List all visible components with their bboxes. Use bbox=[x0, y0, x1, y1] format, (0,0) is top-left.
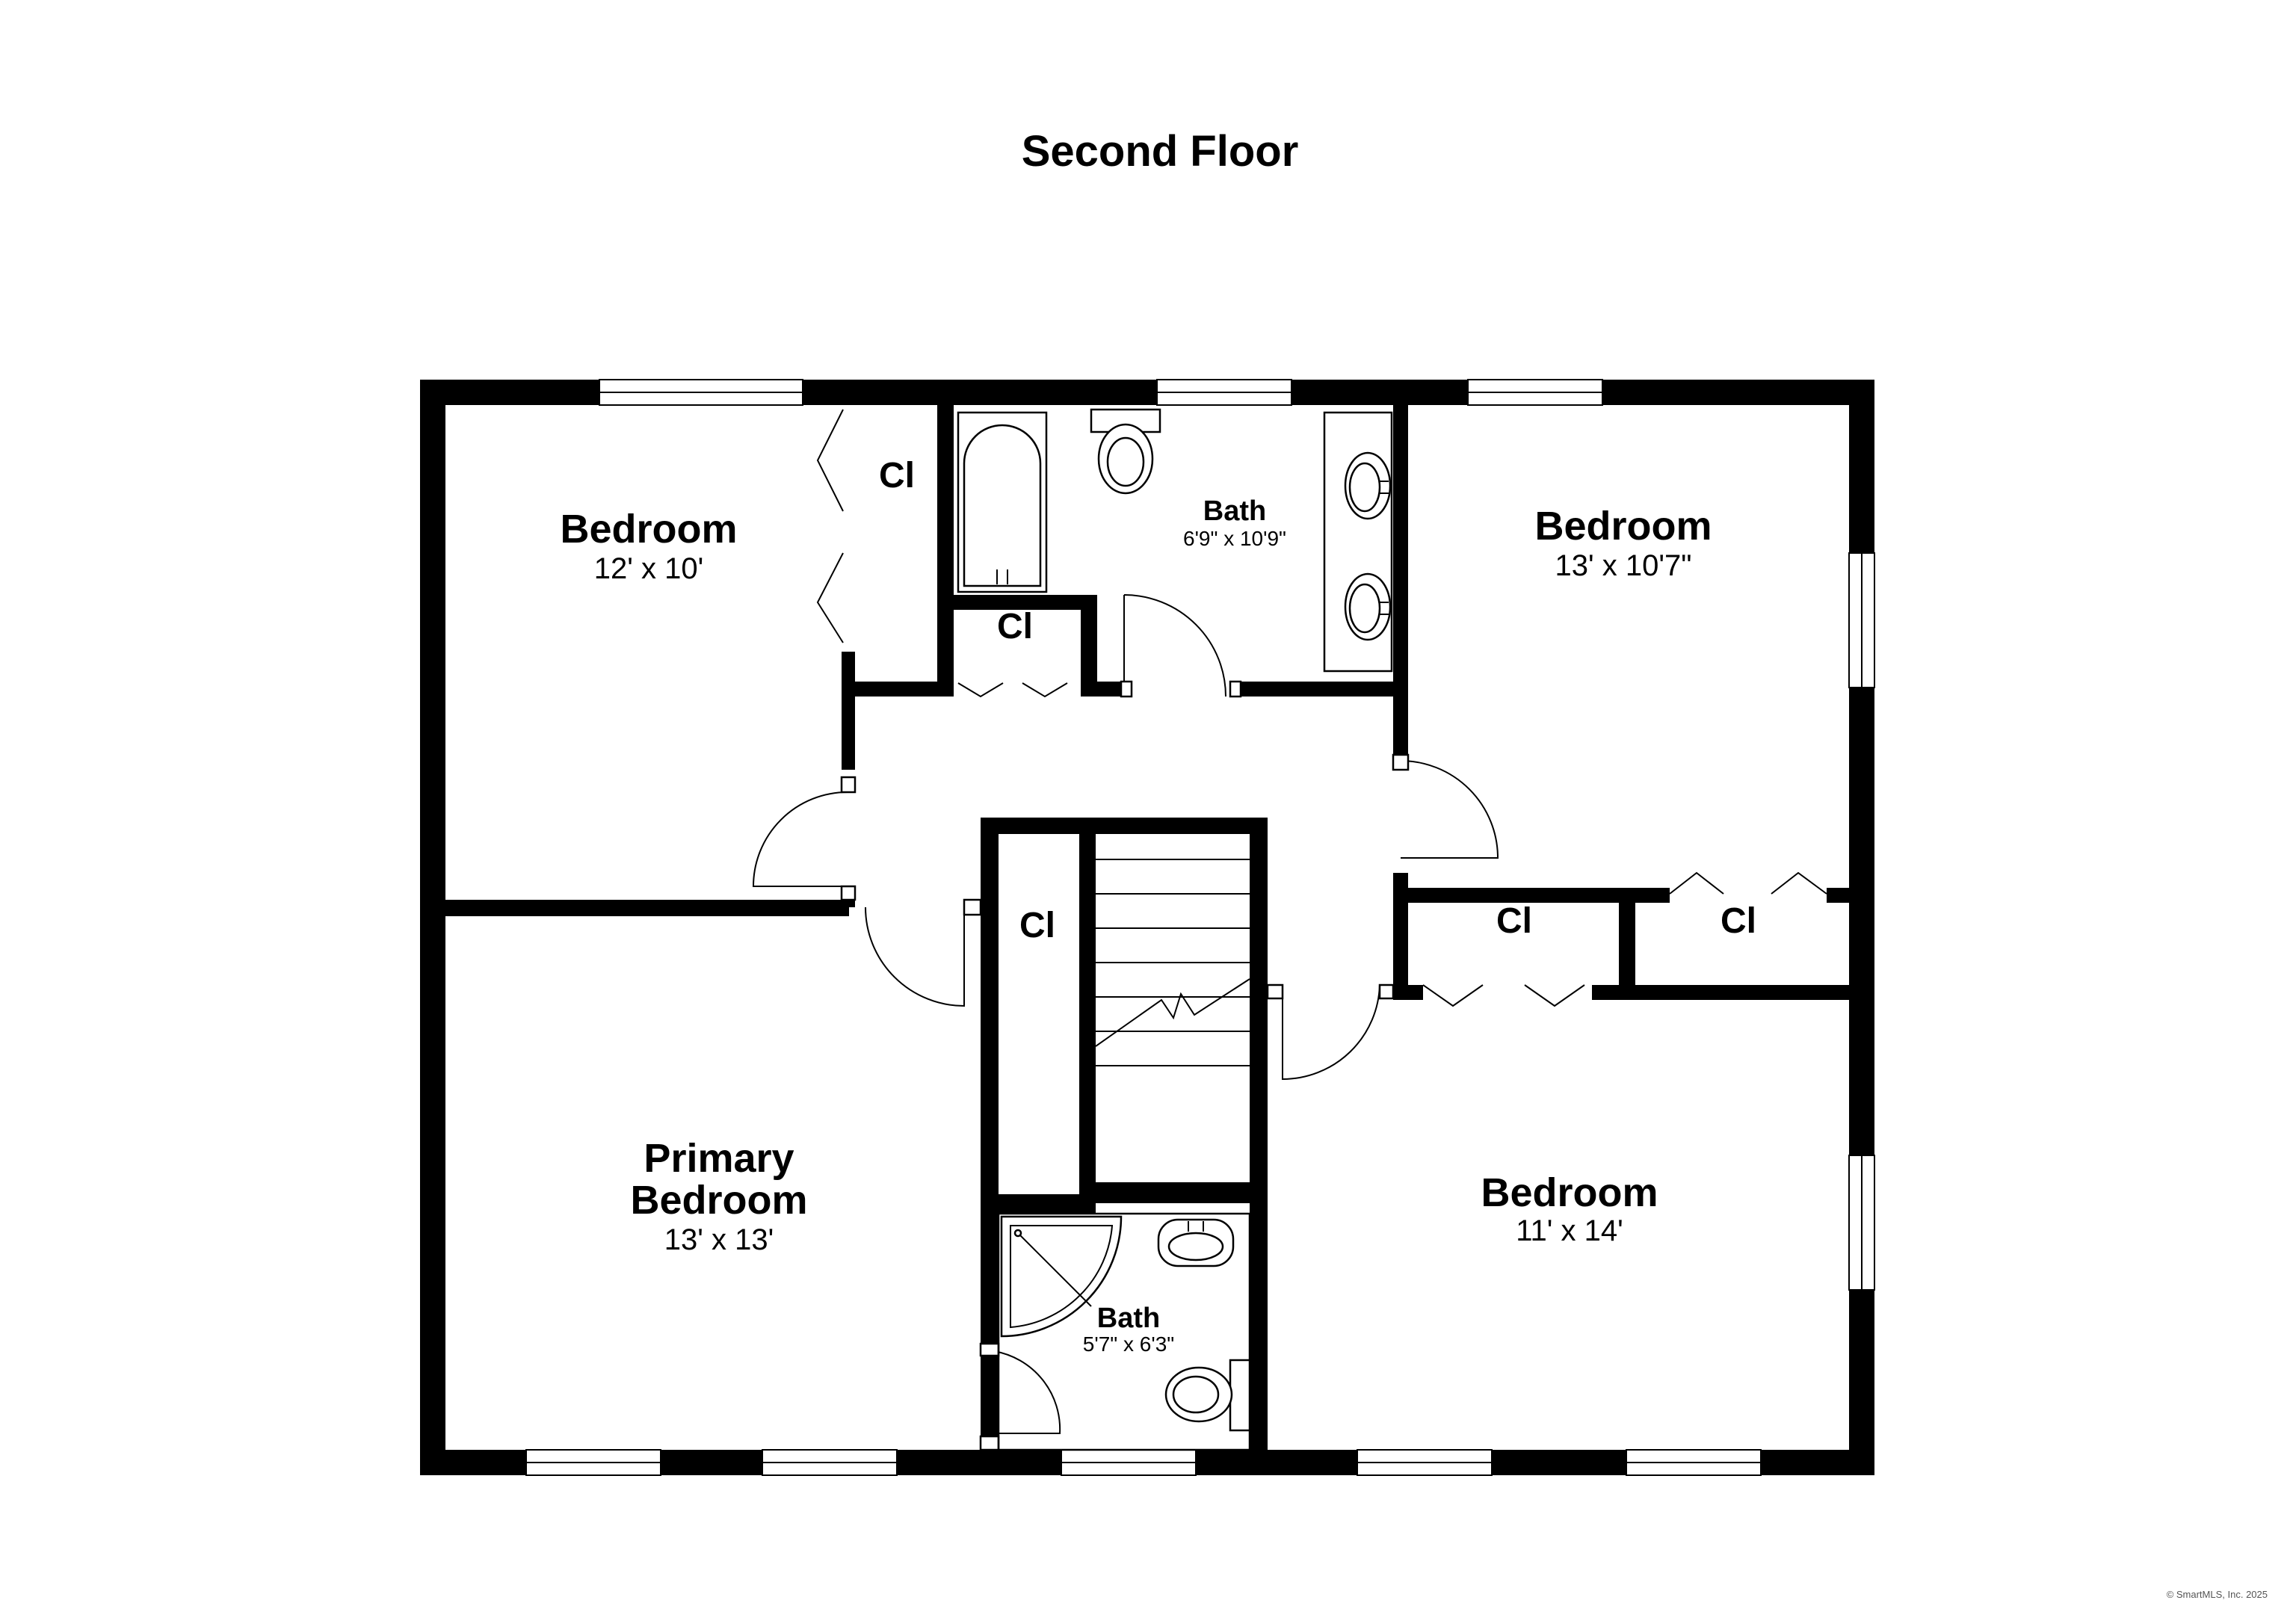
room-name: Bedroom bbox=[1534, 504, 1712, 549]
closet-label: Cl bbox=[1496, 901, 1532, 941]
shower-icon bbox=[1000, 1215, 1123, 1338]
room-name: Bedroom bbox=[560, 507, 737, 552]
plan-title: Second Floor bbox=[1022, 127, 1299, 176]
closet-label: Cl bbox=[1019, 906, 1055, 945]
toilet-icon bbox=[1090, 408, 1161, 495]
stairs bbox=[1095, 859, 1250, 1066]
room-dimensions: 5'7" x 6'3" bbox=[1083, 1332, 1174, 1356]
room-name: Bath bbox=[1203, 495, 1266, 527]
doors bbox=[752, 409, 1827, 1451]
room-dimensions: 13' x 10'7" bbox=[1555, 549, 1692, 582]
vanity-icon bbox=[1323, 411, 1393, 673]
closet-label: Cl bbox=[879, 456, 915, 495]
interior-walls bbox=[445, 405, 1849, 1450]
windows bbox=[525, 379, 1875, 1476]
room-dimensions: 6'9" x 10'9" bbox=[1183, 527, 1286, 550]
room-labels: Bedroom 12' x 10' Bath 6'9" x 10'9" Bedr… bbox=[560, 456, 1756, 1356]
copyright-credit: © SmartMLS, Inc. 2025 bbox=[2167, 1589, 2268, 1600]
room-name: Primary bbox=[644, 1136, 794, 1181]
bathtub-icon bbox=[957, 411, 1048, 593]
room-dimensions: 13' x 13' bbox=[664, 1223, 774, 1256]
room-name: Bedroom bbox=[630, 1178, 807, 1223]
closet-label: Cl bbox=[997, 607, 1033, 646]
room-name: Bedroom bbox=[1481, 1170, 1658, 1215]
sink-icon bbox=[1157, 1218, 1235, 1267]
toilet-icon bbox=[1164, 1359, 1251, 1432]
fixtures bbox=[957, 408, 1393, 1451]
closet-label: Cl bbox=[1721, 901, 1756, 941]
room-dimensions: 11' x 14' bbox=[1516, 1214, 1623, 1247]
room-dimensions: 12' x 10' bbox=[594, 552, 703, 585]
room-name: Bath bbox=[1097, 1303, 1160, 1334]
